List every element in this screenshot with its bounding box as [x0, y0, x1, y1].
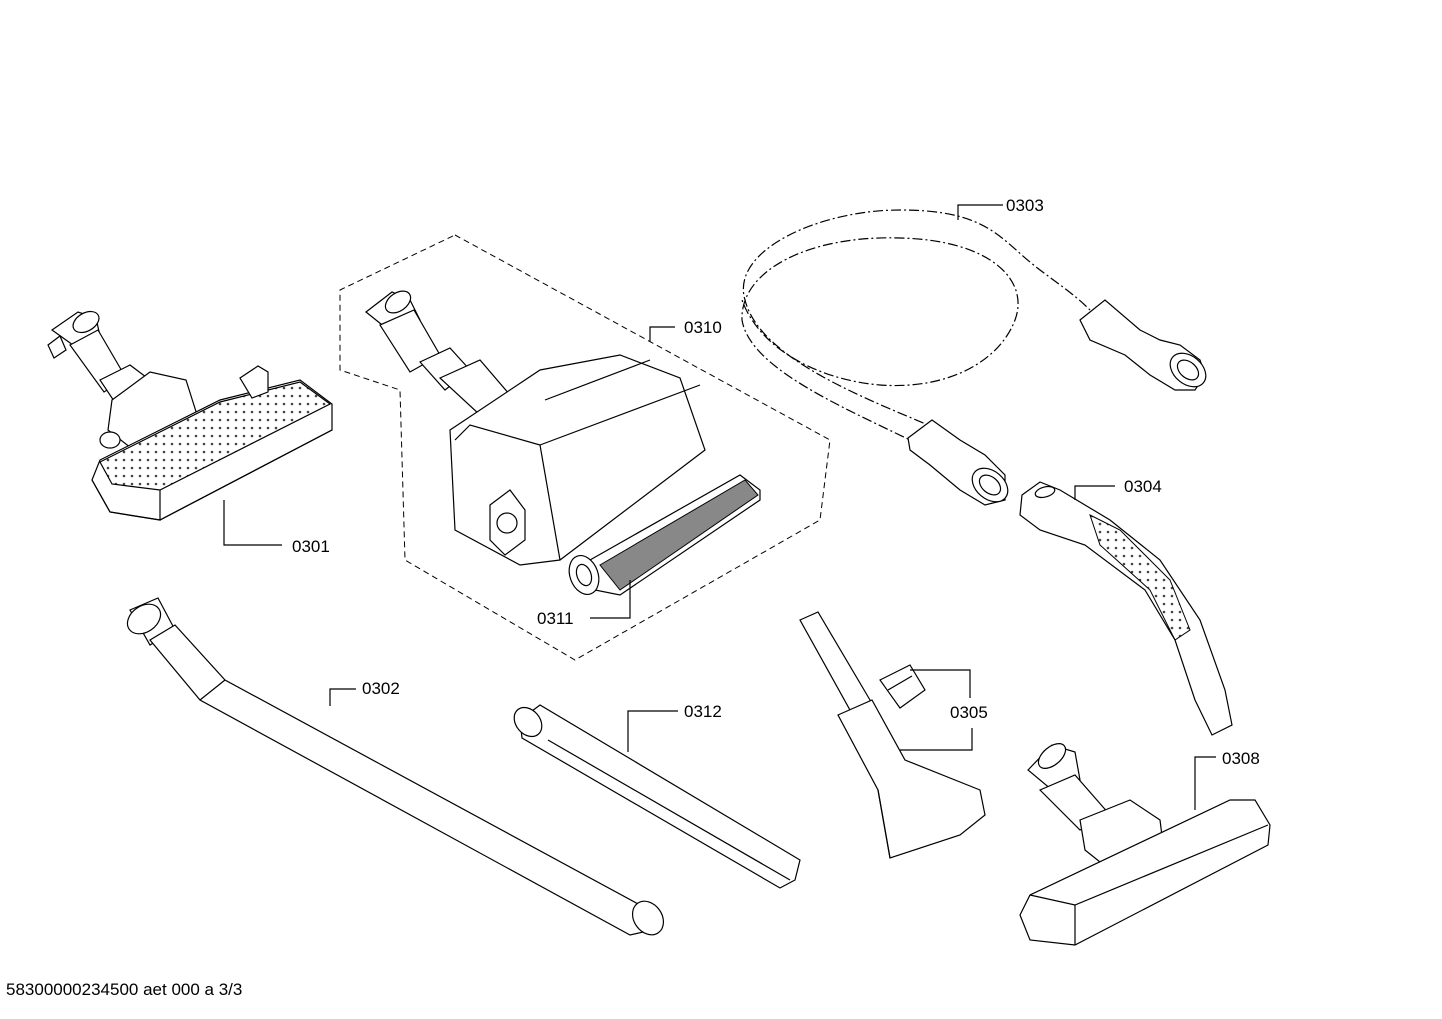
leader-0304: [1074, 485, 1115, 500]
label-0308: 0308: [1222, 749, 1260, 768]
label-0304: 0304: [1124, 477, 1162, 496]
label-0302: 0302: [362, 679, 400, 698]
document-code: 58300000234500 aet 000 a 3/3: [6, 980, 243, 999]
group-frame-0310: [339, 234, 831, 661]
leader-0305-a: [910, 669, 971, 698]
label-0305: 0305: [950, 703, 988, 722]
upholstery-nozzle-0305: [799, 611, 986, 859]
leader-0302: [329, 688, 356, 706]
leader-0301: [223, 500, 282, 546]
leader-0308: [1194, 756, 1216, 810]
leader-0312: [627, 710, 678, 752]
label-0310: 0310: [684, 318, 722, 337]
floor-nozzle-0301: [47, 310, 333, 521]
label-0311: 0311: [537, 609, 574, 628]
parquet-nozzle-0308: [1019, 743, 1271, 946]
leader-0310: [649, 326, 675, 342]
hose-handle-0304: [1019, 481, 1233, 736]
brush-roll-0311: [568, 474, 761, 596]
turbo-nozzle-0310: [365, 290, 706, 566]
label-0301: 0301: [292, 537, 330, 556]
leader-0311: [590, 580, 631, 619]
label-0303: 0303: [1006, 196, 1044, 215]
leader-0305-b: [900, 728, 973, 751]
label-0312: 0312: [684, 702, 722, 721]
telescopic-tube-0302: [126, 597, 665, 936]
hose-0303: [741, 209, 1207, 506]
leader-0303: [957, 204, 1003, 220]
crevice-tool-0312: [513, 704, 801, 889]
